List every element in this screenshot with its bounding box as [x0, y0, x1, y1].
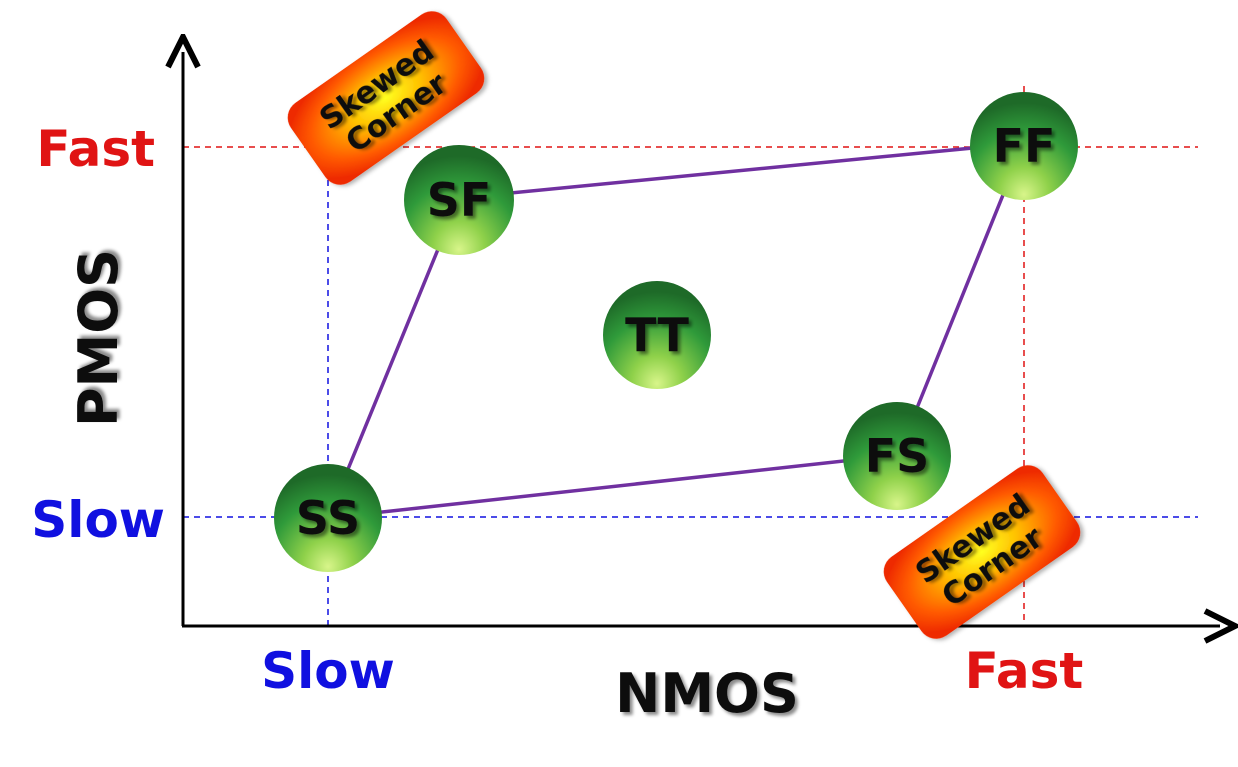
edge-ss-sf	[326, 197, 461, 519]
corner-node-ss: SS	[274, 464, 382, 572]
y-tick-fast: Fast	[36, 120, 155, 178]
edge-sf-ff	[458, 141, 1025, 200]
corner-node-ff: FF	[970, 92, 1078, 200]
edge-fs-ss	[327, 453, 899, 520]
corner-label-fs: FS	[865, 429, 930, 483]
x-axis-title: NMOS	[615, 662, 799, 725]
x-tick-fast: Fast	[965, 642, 1084, 700]
corner-label-ss: SS	[296, 491, 360, 545]
x-tick-slow: Slow	[261, 642, 395, 700]
corner-label-tt: TT	[625, 308, 689, 362]
corner-node-sf: SF	[404, 145, 514, 255]
corner-node-fs: FS	[843, 402, 951, 510]
y-axis-title: PMOS	[67, 249, 130, 427]
corner-node-tt: TT	[603, 281, 711, 389]
y-tick-slow: Slow	[31, 491, 165, 549]
corner-label-sf: SF	[427, 173, 492, 227]
corner-label-ff: FF	[993, 119, 1056, 173]
